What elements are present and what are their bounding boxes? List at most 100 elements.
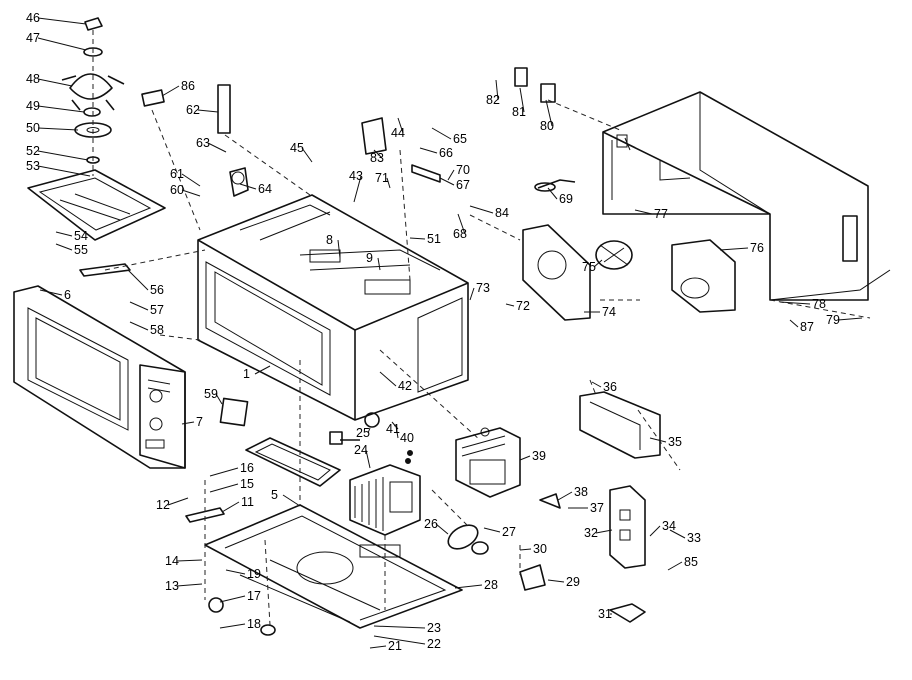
callout-36: 36 (603, 380, 617, 394)
callout-15: 15 (240, 477, 254, 491)
callout-19: 19 (247, 567, 261, 581)
callout-64: 64 (258, 182, 272, 196)
callout-78: 78 (812, 297, 826, 311)
callout-leader-73 (469, 287, 475, 301)
callout-leader-53 (37, 165, 91, 177)
callout-54: 54 (74, 229, 88, 243)
callout-11: 11 (241, 495, 254, 509)
callout-41: 41 (386, 422, 400, 436)
callout-48: 48 (26, 72, 40, 86)
callout-leader-7 (181, 421, 195, 425)
callout-58: 58 (150, 323, 164, 337)
callout-46: 46 (26, 11, 40, 25)
callout-17: 17 (247, 589, 261, 603)
callout-leader-1 (254, 365, 271, 375)
callout-70: 70 (456, 163, 470, 177)
callout-38: 38 (574, 485, 588, 499)
callout-16: 16 (240, 461, 254, 475)
callout-21: 21 (388, 639, 402, 653)
callout-26: 26 (424, 517, 438, 531)
callout-42: 42 (398, 379, 412, 393)
callout-leader-71 (386, 177, 391, 189)
callout-leader-49 (37, 105, 85, 113)
callout-leader-6 (39, 289, 63, 296)
callout-35: 35 (668, 435, 682, 449)
callout-leader-43 (353, 175, 362, 203)
callout-leader-68 (457, 213, 466, 235)
callout-leader-39 (519, 455, 531, 461)
callout-leader-18 (219, 623, 246, 629)
callout-leader-40 (395, 425, 399, 439)
callout-leader-70 (447, 169, 455, 181)
callout-leader-78 (779, 301, 811, 305)
callout-66: 66 (439, 146, 453, 160)
callout-leader-30 (519, 548, 532, 551)
callout-43: 43 (349, 169, 363, 183)
callout-24: 24 (354, 443, 368, 457)
callout-leader-24 (365, 449, 371, 469)
callout-leader-35 (649, 437, 667, 443)
callout-leader-17 (219, 595, 246, 603)
callout-leader-32 (595, 529, 613, 534)
callout-leader-11 (221, 501, 240, 513)
callout-60: 60 (170, 183, 184, 197)
callout-23: 23 (427, 621, 441, 635)
callout-25: 25 (356, 426, 370, 440)
callout-7: 7 (196, 415, 203, 429)
callout-33: 33 (687, 531, 701, 545)
base-plate (204, 504, 463, 629)
callout-18: 18 (247, 617, 261, 631)
callout-leader-80 (545, 99, 553, 127)
callout-leader-59 (215, 393, 223, 405)
callout-82: 82 (486, 93, 500, 107)
callout-leader-66 (419, 147, 438, 154)
callout-40: 40 (400, 431, 414, 445)
callout-leader-42 (379, 371, 397, 387)
callout-55: 55 (74, 243, 88, 257)
callout-leader-8 (337, 239, 341, 259)
callout-leader-15 (209, 483, 239, 493)
callout-32: 32 (584, 526, 598, 540)
door-assembly (13, 285, 186, 469)
callout-leader-57 (129, 301, 149, 311)
callout-leader-22 (373, 635, 426, 645)
callout-80: 80 (540, 119, 554, 133)
callout-leader-69 (547, 187, 558, 200)
callout-85: 85 (684, 555, 698, 569)
callout-8: 8 (326, 233, 333, 247)
callout-leader-5 (282, 494, 301, 507)
callout-leader-83 (373, 149, 383, 159)
callout-69: 69 (559, 192, 573, 206)
callout-87: 87 (800, 320, 814, 334)
capacitor (447, 524, 489, 555)
outer-cabinet (602, 91, 891, 301)
callout-84: 84 (495, 206, 509, 220)
callout-56: 56 (150, 283, 164, 297)
callout-leader-16 (209, 467, 239, 477)
callout-leader-28 (454, 584, 483, 589)
callout-62: 62 (186, 103, 200, 117)
callout-leader-67 (439, 177, 455, 186)
callout-leader-12 (167, 497, 189, 506)
tray-frame (245, 437, 341, 487)
callout-leader-79 (837, 317, 863, 321)
oven-chassis (197, 194, 469, 421)
callout-79: 79 (826, 313, 840, 327)
callout-37: 37 (590, 501, 604, 515)
callout-67: 67 (456, 178, 470, 192)
callout-leader-62 (197, 109, 219, 113)
callout-52: 52 (26, 144, 40, 158)
callout-51: 51 (427, 232, 441, 246)
callout-50: 50 (26, 121, 40, 135)
fan-assembly (522, 224, 736, 321)
callout-86: 86 (181, 79, 195, 93)
callout-leader-86 (161, 85, 180, 97)
callout-39: 39 (532, 449, 546, 463)
callout-34: 34 (662, 519, 676, 533)
transformer (349, 450, 421, 536)
callout-22: 22 (427, 637, 441, 651)
callout-leader-9 (377, 257, 381, 271)
callout-leader-13 (176, 583, 203, 587)
